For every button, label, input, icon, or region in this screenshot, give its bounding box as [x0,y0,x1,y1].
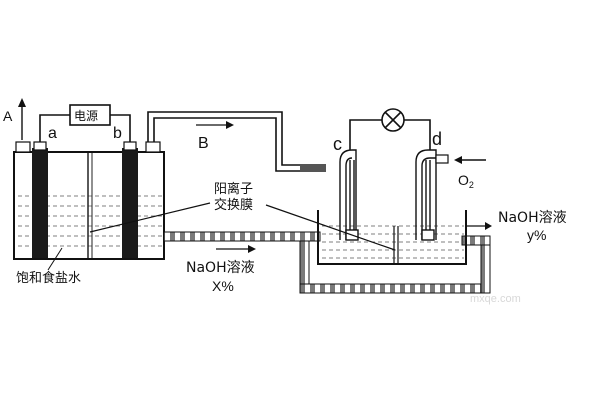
electrode-b [122,148,138,258]
watermark: mxqe.com [470,293,521,305]
label-electrode-d: d [432,129,442,149]
power-circuit [39,114,131,142]
naoh-solution [322,225,464,259]
membrane-label-line2: 交换膜 [214,197,253,213]
fuel-cell [317,149,467,265]
gas-tube-B [147,111,325,172]
label-electrode-b: b [113,125,122,142]
naoh-outlet-concentration: y% [527,227,546,243]
naoh-inlet-concentration: X% [212,278,234,294]
electrode-a [32,148,48,258]
power-source [69,104,111,126]
power-source-label: 电源 [74,109,98,123]
arrow-right-icon [466,222,492,230]
naoh-inlet-label: NaOH溶液 [186,260,255,276]
lamp-circuit [349,119,431,150]
tube-joint [300,164,326,172]
naoh-outlet-label: NaOH溶液 [498,210,567,226]
electrode-b-cap [123,141,137,151]
fuel-cell-tank [317,210,467,265]
membrane-pointer-right [265,204,396,251]
arrow-up-icon [18,98,26,140]
membrane-pointer-left [89,202,211,233]
label-electrode-c: c [333,134,342,154]
electrode-d [415,149,437,241]
electrode-a-cap [33,141,47,151]
gas-port-right [145,141,161,153]
label-A: A [3,108,13,124]
brine-label: 饱和食盐水 [16,270,81,286]
brine-pointer [47,247,63,271]
arrow-left-icon [454,156,486,164]
label-electrode-a: a [48,125,57,142]
electrolysis-cell [13,141,165,260]
membrane-label-line1: 阳离子 [214,181,253,197]
o2-inlet [435,154,449,164]
lamp-icon [381,108,405,132]
gas-port-left [15,141,31,153]
label-B: B [198,135,209,152]
electrolysis-tank [13,151,165,260]
naoh-circulation-pipe [163,231,491,294]
electrode-c [339,149,359,241]
label-oxygen: O2 [458,172,474,190]
arrow-right-icon [216,245,256,253]
arrow-right-icon [196,121,234,129]
